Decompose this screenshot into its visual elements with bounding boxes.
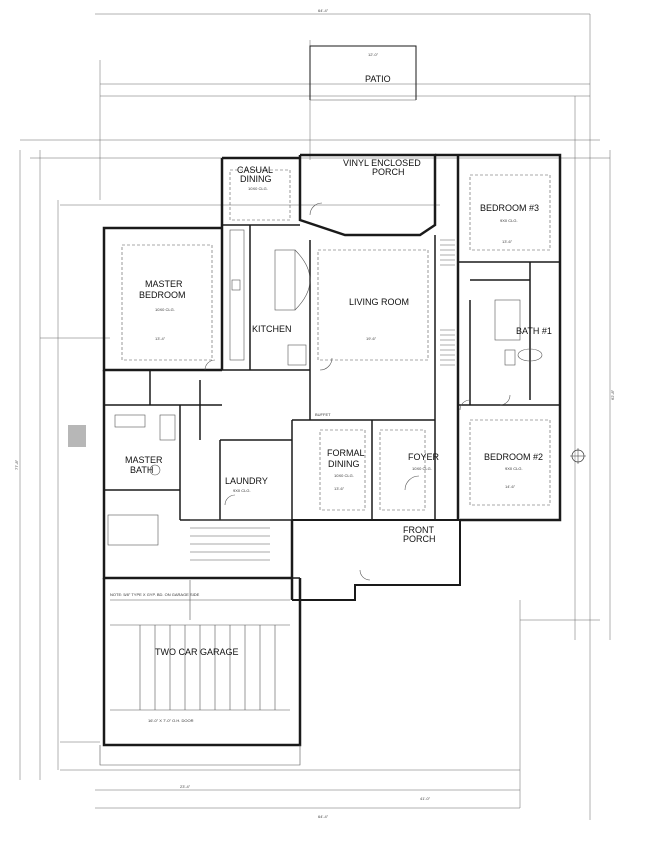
patio-area <box>309 45 417 101</box>
room-labels: PATIO VINYL ENCLOSED PORCH CASUAL DINING… <box>14 8 615 819</box>
bedroom3-ceiling-note: 9X0 CLG. <box>500 218 518 223</box>
dimension-lines <box>19 13 611 820</box>
foyer-ceiling-note: 10X0 CLG. <box>412 466 432 471</box>
garage-studs <box>110 580 290 711</box>
bottom-left-dim: 23'-4" <box>180 784 191 789</box>
vinyl-porch-label-2: PORCH <box>372 167 405 177</box>
garage-note: NOTE: 5/8" TYPE X GYP. BD. ON GARAGE SID… <box>110 592 200 597</box>
bedroom2-label: BEDROOM #2 <box>484 452 543 462</box>
master-ceiling-note: 10X0 CLG. <box>155 307 175 312</box>
master-bath-label-1: MASTER <box>125 455 163 465</box>
laundry-ceiling-note: 9X0 CLG. <box>233 488 251 493</box>
foyer-label: FOYER <box>408 452 440 462</box>
bath-fixtures <box>107 299 543 546</box>
casual-dining-label-1: CASUAL <box>237 165 273 175</box>
formal-dining-label-1: FORMAL <box>327 448 365 458</box>
bath1-label: BATH #1 <box>516 326 552 336</box>
bottom-right-dim: 41'-0" <box>420 796 431 801</box>
overall-right-dim: 62'-8" <box>610 389 615 400</box>
bedroom3-label: BEDROOM #3 <box>480 203 539 213</box>
patio-label: PATIO <box>365 74 391 84</box>
kitchen-label: KITCHEN <box>252 324 292 334</box>
master-bath-label-2: BATH <box>130 465 153 475</box>
ceiling-lines <box>121 169 551 511</box>
kitchen-fixtures <box>229 229 311 366</box>
stamp-mark <box>68 425 86 447</box>
living-room-label: LIVING ROOM <box>349 297 409 307</box>
master-dim: 13'-4" <box>155 336 166 341</box>
buffet-note: BUFFET <box>315 412 331 417</box>
door-swings <box>204 202 511 581</box>
living-dim: 19'-6" <box>366 336 377 341</box>
bedroom2-ceiling-note: 9X0 CLG. <box>505 466 523 471</box>
master-bedroom-label-2: BEDROOM <box>139 290 186 300</box>
bedroom2-dim: 14'-6" <box>505 484 516 489</box>
garage-label: TWO CAR GARAGE <box>155 647 239 657</box>
formal-dining-label-2: DINING <box>328 459 360 469</box>
garage-door-note: 16'-0" X 7'-0" O.H. DOOR <box>148 718 194 723</box>
patio-dim: 12'-0" <box>368 52 379 57</box>
laundry-label: LAUNDRY <box>225 476 268 486</box>
bedroom3-dim: 13'-6" <box>502 239 513 244</box>
stairs <box>190 519 270 561</box>
casual-ceiling-note: 10X0 CLG. <box>248 186 268 191</box>
overall-top-dim: 64'-4" <box>318 8 329 13</box>
vinyl-porch-label-1: VINYL ENCLOSED <box>343 158 421 168</box>
interior-walls <box>104 224 560 579</box>
formal-dim: 13'-6" <box>334 486 345 491</box>
formal-ceiling-note: 10X0 CLG. <box>334 473 354 478</box>
overall-left-dim: 77'-8" <box>14 459 19 470</box>
fireplace-hatch <box>440 239 455 366</box>
master-bedroom-label-1: MASTER <box>145 279 183 289</box>
front-porch-label-1: FRONT <box>403 525 434 535</box>
compass-icon <box>570 448 586 464</box>
overall-bottom-dim: 64'-4" <box>318 814 329 819</box>
front-porch-label-2: PORCH <box>403 534 436 544</box>
casual-dining-label-2: DINING <box>240 174 272 184</box>
